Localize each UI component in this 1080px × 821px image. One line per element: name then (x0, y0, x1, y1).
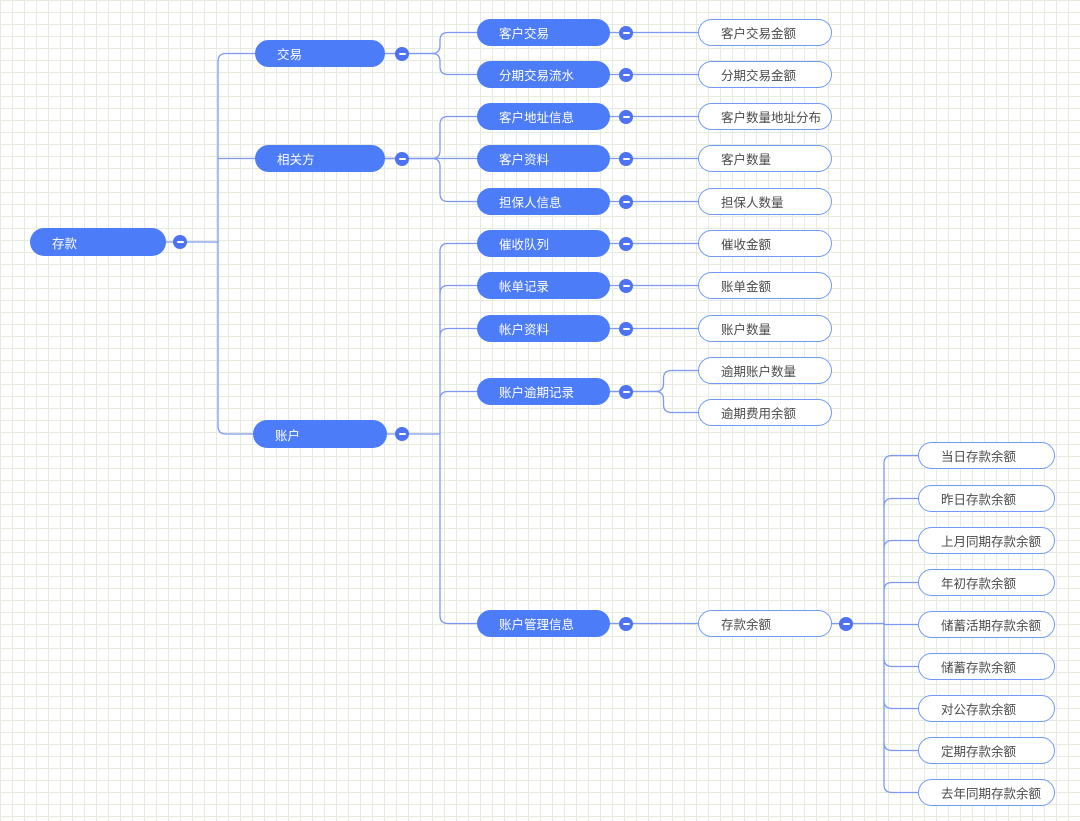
collapse-button-customer-address-info[interactable] (619, 109, 633, 124)
minus-icon (398, 52, 406, 55)
collapse-button-related-party[interactable] (395, 151, 409, 166)
collapse-button-account-management-info[interactable] (619, 616, 633, 631)
node-label: 账户数量 (721, 323, 772, 337)
node-label: 分期交易流水 (499, 69, 575, 83)
node-label: 逾期费用余额 (721, 407, 797, 421)
leaf-savings-deposit-balance[interactable]: 储蓄存款余额 (918, 653, 1055, 680)
node-label: 逾期账户数量 (721, 365, 797, 379)
node-bill-record[interactable]: 帐单记录 (477, 272, 610, 299)
node-label: 账单金额 (721, 280, 772, 294)
node-label: 帐户资料 (499, 323, 550, 337)
node-label: 去年同期存款余额 (941, 787, 1042, 801)
leaf-corporate-deposit-balance[interactable]: 对公存款余额 (918, 695, 1055, 722)
minus-icon (398, 433, 406, 435)
node-label: 催收队列 (499, 238, 550, 252)
leaf-today-deposit-balance[interactable]: 当日存款余额 (918, 442, 1055, 469)
leaf-customer-count-address-distribution[interactable]: 客户数量地址分布 (698, 103, 832, 130)
node-label: 上月同期存款余额 (941, 535, 1042, 549)
collapse-button-guarantor-info[interactable] (619, 194, 633, 209)
node-label: 担保人信息 (499, 196, 562, 210)
collapse-button-deposit[interactable] (173, 235, 187, 249)
branch-transaction[interactable]: 交易 (255, 40, 385, 67)
node-label: 帐单记录 (499, 280, 550, 294)
leaf-collection-amount[interactable]: 催收金额 (698, 230, 832, 257)
minus-icon (842, 622, 850, 625)
node-label: 定期存款余额 (941, 745, 1017, 759)
node-label: 担保人数量 (721, 196, 784, 210)
collapse-button-installment-transaction-flow[interactable] (619, 67, 633, 82)
node-account-management-info[interactable]: 账户管理信息 (477, 610, 610, 637)
collapse-button-account-profile[interactable] (619, 321, 633, 336)
collapse-button-deposit-balance[interactable] (839, 616, 853, 631)
leaf-last-year-same-period-deposit-balance[interactable]: 去年同期存款余额 (918, 779, 1055, 806)
leaf-year-start-deposit-balance[interactable]: 年初存款余额 (918, 569, 1055, 596)
node-label: 客户地址信息 (499, 111, 575, 125)
node-label: 储蓄存款余额 (941, 661, 1017, 675)
minus-icon (622, 115, 630, 118)
minus-icon (622, 390, 630, 393)
minus-icon (176, 241, 184, 243)
node-label: 存款余额 (721, 618, 772, 632)
minus-icon (622, 284, 630, 287)
node-label: 账户管理信息 (499, 618, 575, 632)
leaf-time-deposit-balance[interactable]: 定期存款余额 (918, 737, 1055, 764)
collapse-button-transaction[interactable] (395, 46, 409, 61)
node-guarantor-info[interactable]: 担保人信息 (477, 188, 610, 215)
minus-icon (622, 31, 630, 34)
node-label: 分期交易金额 (721, 69, 797, 83)
leaf-account-count[interactable]: 账户数量 (698, 315, 832, 342)
node-label: 客户交易金额 (721, 27, 797, 41)
collapse-button-customer-profile[interactable] (619, 151, 633, 166)
node-label: 对公存款余额 (941, 703, 1017, 717)
branch-account[interactable]: 账户 (253, 420, 387, 448)
leaf-overdue-account-count[interactable]: 逾期账户数量 (698, 357, 832, 384)
leaf-installment-transaction-amount[interactable]: 分期交易金额 (698, 61, 832, 88)
node-label: 客户资料 (499, 153, 550, 167)
minus-icon (622, 622, 630, 625)
node-label: 客户数量 (721, 153, 772, 167)
node-label: 当日存款余额 (941, 450, 1017, 464)
leaf-guarantor-count[interactable]: 担保人数量 (698, 188, 832, 215)
node-installment-transaction-flow[interactable]: 分期交易流水 (477, 61, 610, 88)
collapse-button-account[interactable] (395, 427, 409, 441)
node-label: 客户数量地址分布 (721, 111, 822, 125)
node-account-overdue-record[interactable]: 账户逾期记录 (477, 378, 610, 405)
collapse-button-customer-transaction[interactable] (619, 25, 633, 40)
node-account-profile[interactable]: 帐户资料 (477, 315, 610, 342)
branch-related-party[interactable]: 相关方 (255, 145, 385, 172)
node-deposit-balance[interactable]: 存款余额 (698, 610, 832, 637)
minus-icon (622, 73, 630, 76)
node-label: 客户交易 (499, 27, 550, 41)
node-label: 年初存款余额 (941, 577, 1017, 591)
node-deposit[interactable]: 存款 (30, 228, 166, 256)
node-label: 账户逾期记录 (499, 386, 575, 400)
leaf-customer-count[interactable]: 客户数量 (698, 145, 832, 172)
node-label: 催收金额 (721, 238, 772, 252)
minus-icon (622, 157, 630, 160)
minus-icon (622, 200, 630, 203)
node-label: 相关方 (277, 153, 315, 167)
collapse-button-bill-record[interactable] (619, 278, 633, 293)
leaf-bill-amount[interactable]: 账单金额 (698, 272, 832, 299)
collapse-button-collection-queue[interactable] (619, 236, 633, 251)
node-customer-address-info[interactable]: 客户地址信息 (477, 103, 610, 130)
node-customer-profile[interactable]: 客户资料 (477, 145, 610, 172)
node-label: 账户 (275, 428, 301, 443)
node-customer-transaction[interactable]: 客户交易 (477, 19, 610, 46)
node-label: 交易 (277, 48, 303, 62)
node-label: 昨日存款余额 (941, 493, 1017, 507)
node-label: 存款 (52, 236, 78, 251)
minus-icon (622, 242, 630, 245)
leaf-last-month-same-period-deposit-balance[interactable]: 上月同期存款余额 (918, 527, 1055, 554)
leaf-customer-transaction-amount[interactable]: 客户交易金额 (698, 19, 832, 46)
minus-icon (622, 327, 630, 330)
collapse-button-account-overdue-record[interactable] (619, 384, 633, 399)
leaf-savings-demand-deposit-balance[interactable]: 储蓄活期存款余额 (918, 611, 1055, 638)
leaf-overdue-fee-balance[interactable]: 逾期费用余额 (698, 399, 832, 426)
node-collection-queue[interactable]: 催收队列 (477, 230, 610, 257)
node-label: 储蓄活期存款余额 (941, 619, 1042, 633)
leaf-yesterday-deposit-balance[interactable]: 昨日存款余额 (918, 485, 1055, 512)
minus-icon (398, 157, 406, 160)
